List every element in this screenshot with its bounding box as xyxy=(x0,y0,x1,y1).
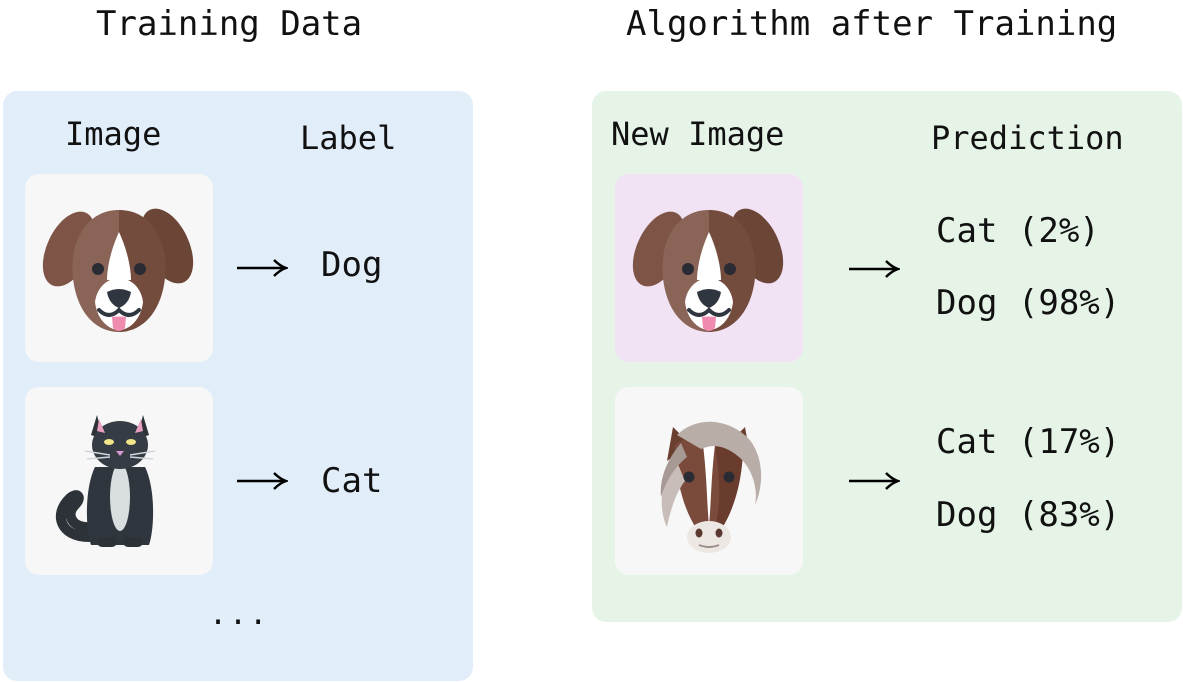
label-column-header: Label xyxy=(300,119,397,157)
prediction-cat: Cat (2%) xyxy=(936,211,1100,251)
horse-face-icon xyxy=(660,421,762,553)
arrow-right-icon xyxy=(236,471,288,491)
algorithm-panel: New Image Prediction Cat (2%) Dog (98%) xyxy=(592,91,1182,622)
new-image-card xyxy=(615,174,803,362)
arrow-right-icon xyxy=(236,258,288,278)
arrow-right-icon xyxy=(848,471,900,491)
new-image-column-header: New Image xyxy=(611,115,785,153)
arrow-right-icon xyxy=(848,259,900,279)
label-cat: Cat xyxy=(321,461,383,501)
prediction-dog: Dog (83%) xyxy=(936,495,1121,535)
training-data-title: Training Data xyxy=(96,4,363,44)
training-image-card xyxy=(25,174,213,362)
training-data-panel: Image Label Dog xyxy=(3,91,473,681)
ellipsis: ... xyxy=(209,597,270,632)
prediction-cat: Cat (17%) xyxy=(936,422,1121,462)
dog-face-icon xyxy=(632,208,784,332)
new-image-card xyxy=(615,387,803,575)
algorithm-title: Algorithm after Training xyxy=(626,4,1118,44)
training-image-card xyxy=(25,387,213,575)
dog-face-icon xyxy=(42,208,194,332)
image-column-header: Image xyxy=(65,115,162,153)
label-dog: Dog xyxy=(321,245,383,285)
prediction-column-header: Prediction xyxy=(931,119,1124,157)
cat-icon xyxy=(55,415,156,547)
prediction-dog: Dog (98%) xyxy=(936,283,1121,323)
